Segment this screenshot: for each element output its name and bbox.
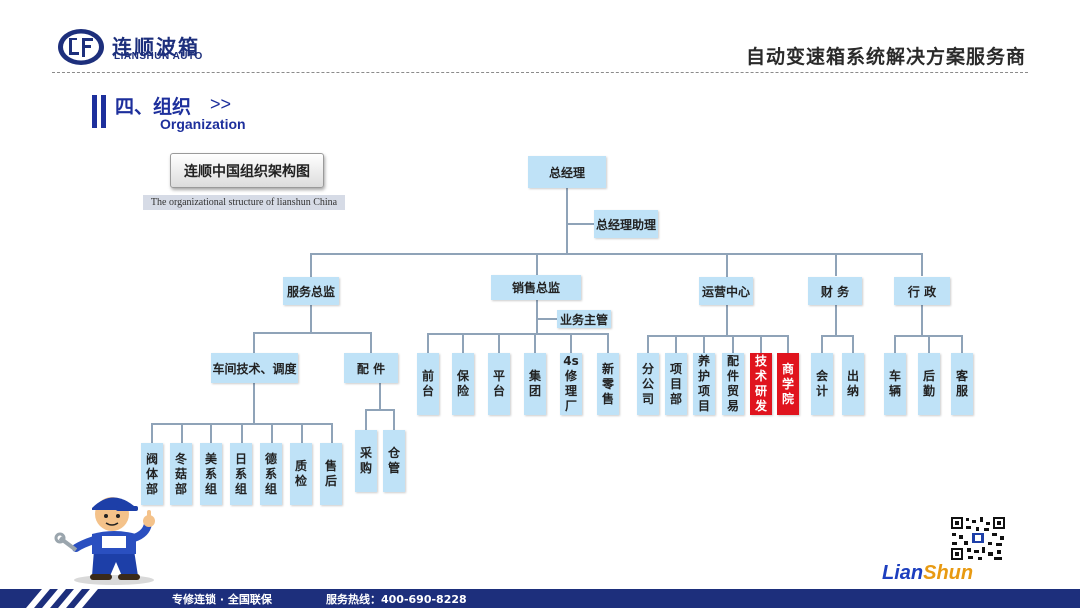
node-service-director: 服务总监 — [283, 277, 339, 305]
section-subtitle: Organization — [160, 116, 246, 132]
section-arrow: >> — [210, 94, 232, 114]
logo-chinese-name: 连顺波箱 — [112, 35, 200, 59]
unit-cashier: 出纳 — [842, 353, 864, 415]
section-title: 四、组织 — [115, 96, 192, 118]
unit-donggu: 冬菇部 — [170, 443, 192, 505]
qr-code-icon — [950, 516, 1006, 561]
header-divider — [52, 72, 1028, 73]
unit-after-sales: 售后 — [320, 443, 342, 505]
unit-quality: 质检 — [290, 443, 312, 505]
unit-accounting: 会计 — [811, 353, 833, 415]
node-sales-supervisor: 业务主管 — [557, 310, 611, 328]
unit-insurance: 保险 — [452, 353, 474, 415]
unit-parts-trade: 配件贸易 — [722, 353, 744, 415]
brand-wordmark: LianShun — [882, 562, 973, 585]
unit-maintenance: 养护项目 — [693, 353, 715, 415]
unit-vehicles: 车辆 — [884, 353, 906, 415]
company-tagline: 自动变速箱系统解决方案服务商 — [745, 46, 1026, 68]
node-sales-director: 销售总监 — [491, 275, 581, 300]
node-workshop: 车间技术、调度 — [211, 353, 298, 383]
section-bar-left — [92, 95, 97, 128]
unit-warehouse: 仓管 — [383, 430, 405, 492]
unit-business-school: 商学院 — [777, 353, 799, 415]
unit-platform: 平台 — [488, 353, 510, 415]
unit-japanese: 日系组 — [230, 443, 252, 505]
unit-project-dept: 项目部 — [665, 353, 687, 415]
footer-hotline: 服务热线：400-690-8228 — [326, 593, 467, 606]
unit-new-retail: 新零售 — [597, 353, 619, 415]
unit-purchasing: 采购 — [355, 430, 377, 492]
unit-branch: 分公司 — [637, 353, 659, 415]
footer-bar: 专修连锁 · 全国联保 服务热线：400-690-8228 — [0, 589, 1080, 608]
unit-rnd: 技术研发 — [750, 353, 772, 415]
lianshun-logo-icon — [58, 29, 104, 65]
unit-customer-service: 客服 — [951, 353, 973, 415]
node-finance: 财 务 — [808, 277, 862, 305]
unit-group: 集团 — [524, 353, 546, 415]
footer-slogan: 专修连锁 · 全国联保 — [172, 593, 272, 606]
node-ceo-assistant: 总经理助理 — [594, 210, 658, 238]
unit-valve-body: 阀体部 — [141, 443, 163, 505]
org-chart-subtitle: The organizational structure of lianshun… — [143, 195, 345, 210]
unit-front-desk: 前台 — [417, 353, 439, 415]
node-parts: 配 件 — [344, 353, 398, 383]
unit-german: 德系组 — [260, 443, 282, 505]
brand-wordmark-part2: Shun — [923, 562, 974, 584]
section-bar-right — [101, 95, 106, 128]
logo-english-name: LIANSHUN AUTO — [114, 51, 203, 62]
unit-american: 美系组 — [200, 443, 222, 505]
node-ceo: 总经理 — [528, 156, 606, 188]
mechanic-mascot-icon — [54, 497, 155, 585]
node-admin: 行 政 — [894, 277, 950, 305]
node-operations-center: 运营中心 — [699, 277, 753, 305]
org-chart-title: 连顺中国组织架构图 — [170, 153, 324, 188]
unit-logistics: 后勤 — [918, 353, 940, 415]
brand-wordmark-part1: Lian — [882, 562, 924, 584]
